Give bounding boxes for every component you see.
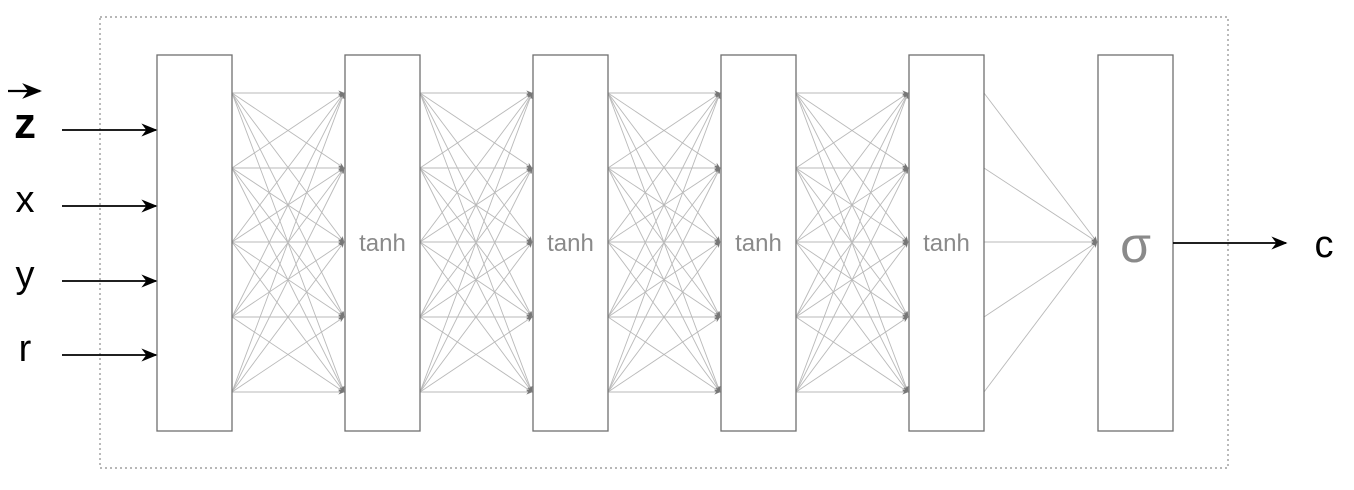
input-label-r: r	[19, 328, 32, 370]
connection-line	[607, 167, 721, 393]
output: c	[1173, 224, 1334, 266]
layer-connections	[231, 90, 1098, 395]
layer-box-5: tanh	[908, 54, 985, 432]
connection-line	[419, 92, 533, 393]
layer-box-2: tanh	[344, 54, 421, 432]
connection-line	[795, 92, 909, 318]
tanh-label: tanh	[359, 230, 406, 257]
connection-line	[231, 316, 345, 393]
sigmoid-label: σ	[1120, 217, 1151, 273]
input-y: y	[16, 254, 158, 296]
connection-line	[983, 92, 1098, 243]
connection-line	[419, 92, 533, 169]
connection-line	[231, 241, 345, 393]
layer-box-6: σ	[1097, 54, 1174, 432]
connection-line	[795, 241, 909, 393]
layer-boxes: tanh tanh tanh tanh σ	[156, 54, 1174, 432]
connection-line	[419, 92, 533, 318]
connection-line	[419, 167, 533, 393]
layer-rect	[1097, 54, 1174, 432]
connection-line	[419, 316, 533, 393]
layer-rect	[720, 54, 797, 432]
input-x: x	[16, 179, 158, 221]
connection-line	[795, 167, 909, 393]
input-label-x: x	[16, 179, 35, 221]
connection-line	[607, 241, 721, 393]
input-label-z: z	[14, 99, 36, 148]
connection-line	[607, 92, 721, 243]
connection-line	[231, 92, 345, 243]
connection-line	[795, 92, 909, 243]
connection-line	[795, 92, 909, 169]
connection-line	[795, 316, 909, 393]
connection-line	[607, 92, 721, 169]
layer-rect	[908, 54, 985, 432]
layer-box-1	[156, 54, 233, 432]
connection-line	[419, 92, 533, 243]
connection-line	[983, 241, 1098, 318]
connection-line	[795, 92, 909, 393]
connection-line	[983, 241, 1098, 393]
layer-rect	[156, 54, 233, 432]
connection-line	[607, 316, 721, 393]
layer-box-3: tanh	[532, 54, 609, 432]
connection-line	[983, 167, 1098, 243]
connection-line	[607, 92, 721, 318]
tanh-label: tanh	[547, 230, 594, 257]
output-label: c	[1315, 224, 1334, 266]
layer-rect	[532, 54, 609, 432]
connection-line	[419, 241, 533, 393]
layer-box-4: tanh	[720, 54, 797, 432]
tanh-label: tanh	[923, 230, 970, 257]
input-label-y: y	[16, 254, 35, 296]
input-z: z	[8, 83, 158, 148]
connection-line	[231, 167, 345, 393]
connection-line	[607, 92, 721, 393]
tanh-label: tanh	[735, 230, 782, 257]
input-r: r	[19, 328, 158, 370]
layer-rect	[344, 54, 421, 432]
connection-line	[231, 92, 345, 393]
connection-line	[231, 92, 345, 169]
connection-line	[231, 92, 345, 318]
